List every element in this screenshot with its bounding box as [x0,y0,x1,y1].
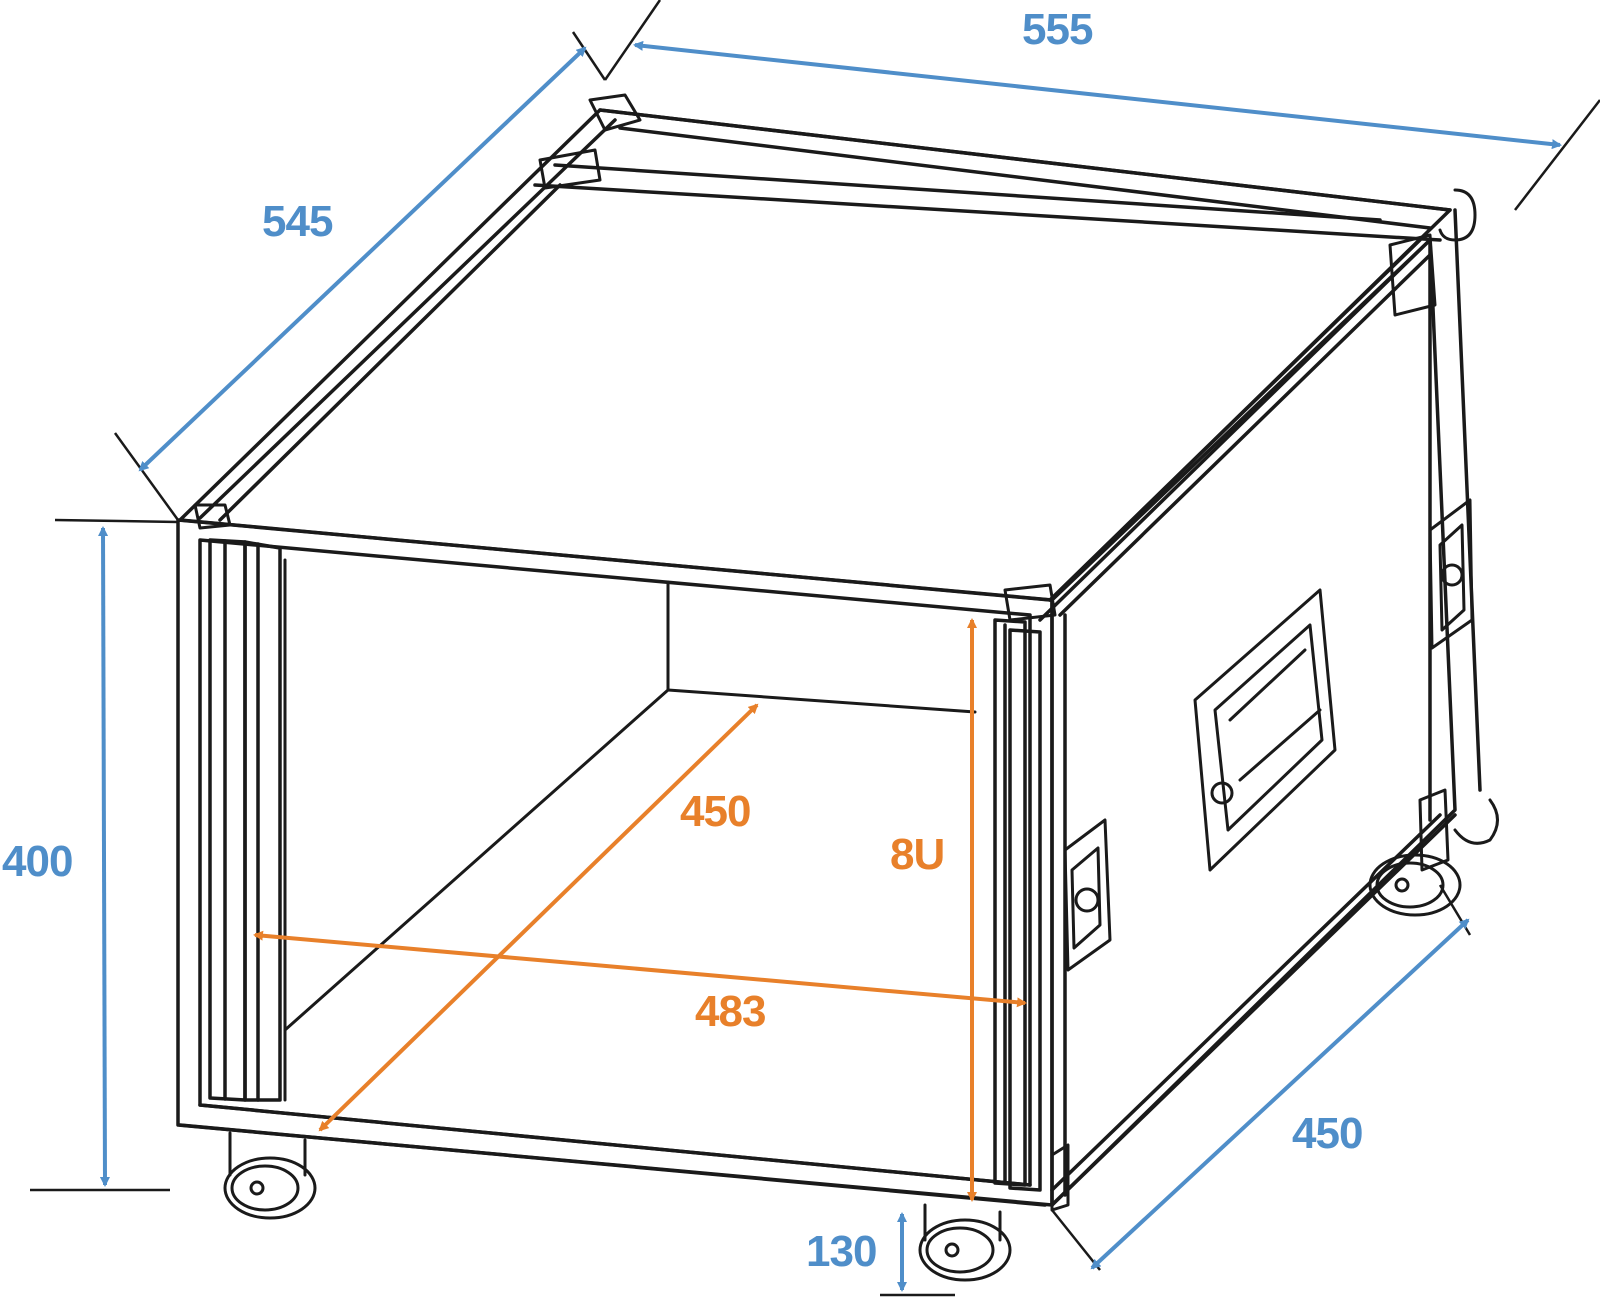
label-rack-units-8u: 8U [890,830,945,879]
dim-line-width-555 [633,40,1562,150]
label-width-555: 555 [1022,5,1093,54]
label-depth-545: 545 [262,197,333,246]
case-body [176,93,1499,1282]
label-rack-width-483: 483 [695,987,766,1036]
rack-rail-left [208,538,282,1102]
dim-line-rack-width-483 [253,930,1027,1008]
inner-dimension-lines [253,618,1027,1202]
label-caster-130: 130 [806,1227,877,1276]
outer-dimension-lines [98,40,1562,1292]
side-panel [1050,208,1482,1207]
top-panel [178,108,1452,622]
dim-line-depth-450 [1090,918,1470,1270]
caster-front-right [918,1203,1012,1282]
label-depth-450: 450 [1292,1109,1363,1158]
label-rack-depth-450: 450 [680,787,751,836]
dim-line-rack-depth-450 [318,703,759,1132]
side-latch [1428,498,1474,650]
front-latch [1063,818,1112,972]
dim-line-depth-545 [138,46,587,472]
rack-rail-right [993,618,1042,1192]
side-handle [1193,588,1337,872]
label-height-400: 400 [2,837,73,886]
caster-front-left [223,1131,317,1220]
dim-line-height-400 [98,526,110,1187]
caster-rear-right [1368,853,1462,917]
